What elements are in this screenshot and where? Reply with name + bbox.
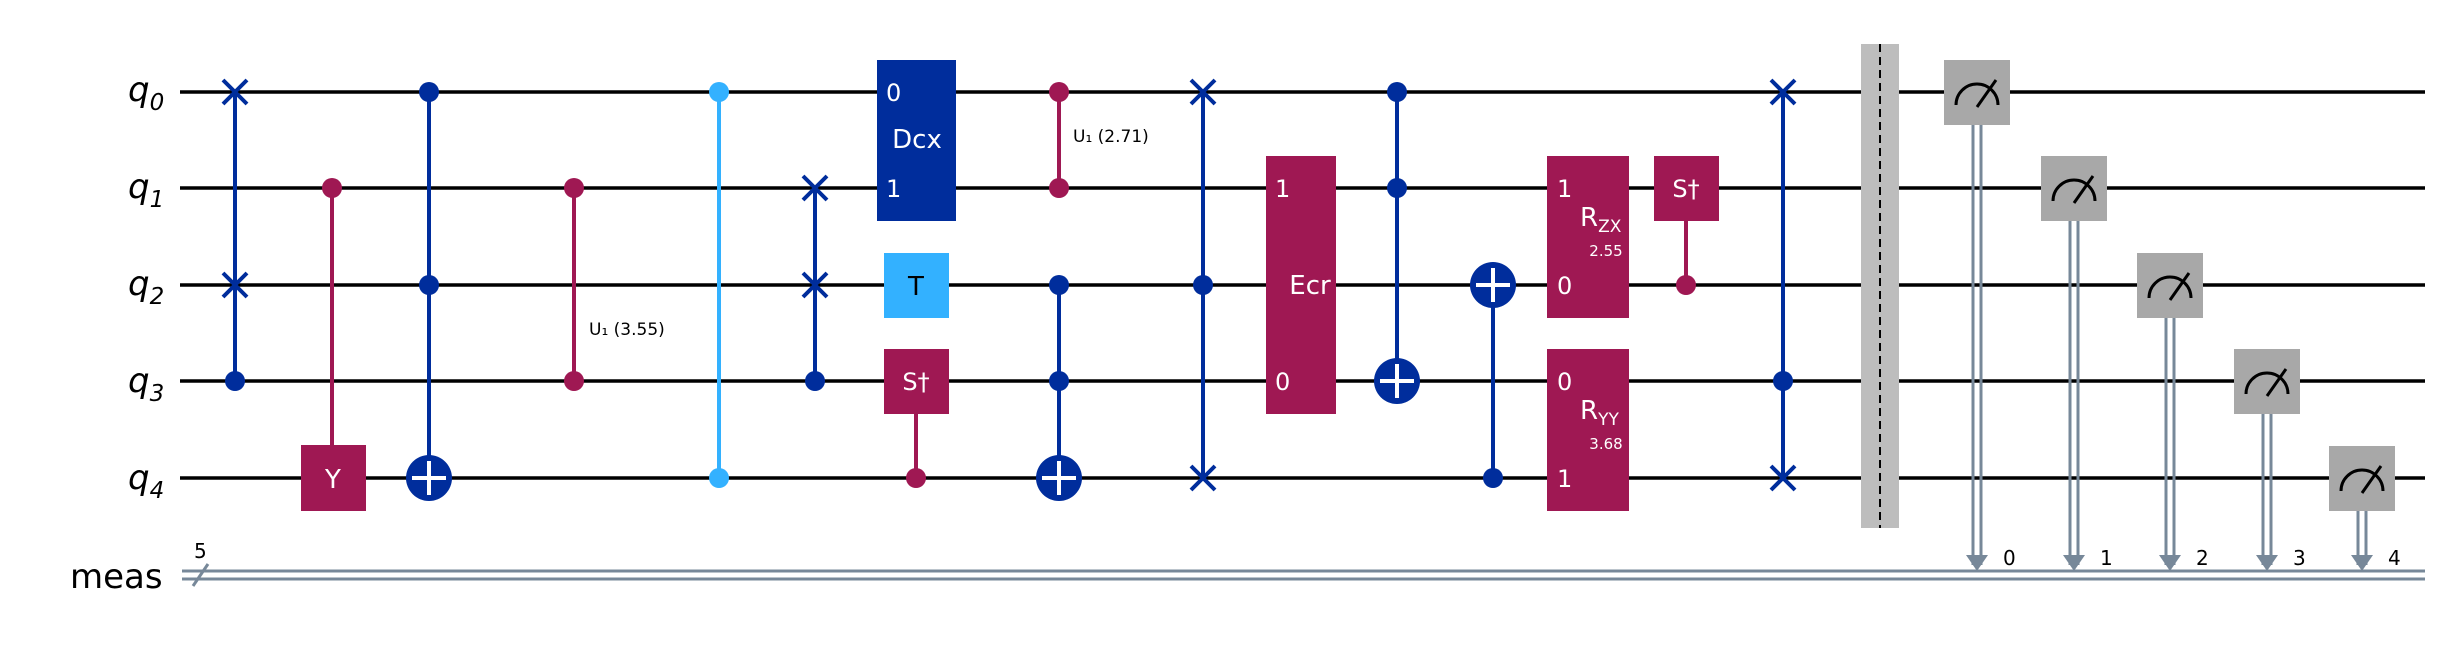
meter-needle-icon [2072, 175, 2095, 204]
y-gate-label: Y [324, 465, 341, 495]
target-plus-icon [1374, 358, 1420, 404]
ryy-gate [1547, 349, 1629, 511]
sdg-gate [884, 349, 949, 414]
measure-bit-4: 4 [2388, 546, 2401, 570]
qubit-label-q3: q3 [128, 361, 164, 407]
measure-q2 [2137, 253, 2203, 571]
measure-q1 [2041, 156, 2107, 571]
control-dot [1387, 178, 1407, 198]
control-dot [906, 468, 926, 488]
ryy-param: 3.68 [1589, 435, 1622, 453]
t-gate-label: T [907, 272, 924, 302]
dcx-top-index: 0 [886, 79, 901, 107]
classical-register-label: meas [70, 557, 163, 597]
measure-bit-3: 3 [2293, 546, 2306, 570]
control-dot [709, 468, 729, 488]
ryy-top-index: 0 [1557, 368, 1572, 396]
control-dot [564, 178, 584, 198]
measure-q0 [1944, 60, 2010, 571]
swap-x-marker [1769, 78, 1797, 106]
swap-x-marker [221, 271, 249, 299]
ryy-bottom-index: 1 [1557, 465, 1572, 493]
meter-arc-icon [2339, 468, 2385, 492]
target-plus-icon [406, 455, 452, 501]
ryy-gate-label: RYY [1580, 396, 1619, 430]
rzx-gate [1547, 156, 1629, 318]
meter-needle-icon [2360, 465, 2383, 494]
sdg-gate-label: S† [902, 368, 929, 396]
meter-needle-icon [2168, 272, 2191, 301]
control-dot [805, 371, 825, 391]
meter-arc-icon [2244, 371, 2290, 395]
ecr-top-index: 1 [1275, 175, 1290, 203]
target-plus-icon [1036, 455, 1082, 501]
control-dot [1483, 468, 1503, 488]
meter-arc-icon [1954, 82, 2000, 106]
control-dot [1049, 371, 1069, 391]
qubit-label-q2: q2 [128, 264, 164, 310]
register-width-slash [191, 563, 210, 587]
control-dot [1049, 275, 1069, 295]
y-gate [301, 445, 366, 511]
control-dot [1387, 82, 1407, 102]
qubit-label-q0: q0 [128, 70, 164, 116]
measure-q3 [2234, 349, 2300, 571]
ecr-gate-label: Ecr [1289, 271, 1331, 301]
swap-x-marker [801, 271, 829, 299]
control-dot [1676, 275, 1696, 295]
t-gate [884, 253, 949, 318]
meter-arc-icon [2147, 275, 2193, 299]
sdg-gate [1654, 156, 1719, 221]
rzx-gate-label: RZX [1580, 203, 1622, 237]
meter-needle-icon [2265, 368, 2288, 397]
qubit-label-q1: q1 [128, 167, 164, 213]
qubit-label-q4: q4 [128, 458, 164, 504]
rzx-top-index: 1 [1557, 175, 1572, 203]
dcx-gate [877, 60, 956, 221]
dcx-gate-label: Dcx [892, 125, 942, 155]
measure-bit-0: 0 [2003, 546, 2016, 570]
classical-wire [182, 563, 2425, 587]
control-dot [1193, 275, 1213, 295]
control-dot [1773, 371, 1793, 391]
swap-x-marker [1769, 464, 1797, 492]
meter-arc-icon [2051, 178, 2097, 202]
measure-bit-1: 1 [2100, 546, 2113, 570]
rzx-param: 2.55 [1589, 242, 1622, 260]
measure-q4 [2329, 446, 2395, 571]
control-dot [564, 371, 584, 391]
swap-x-marker [221, 78, 249, 106]
control-dot [419, 275, 439, 295]
measure-bit-2: 2 [2196, 546, 2209, 570]
control-dot [322, 178, 342, 198]
control-dot [419, 82, 439, 102]
control-dot [1049, 82, 1069, 102]
sdg-gate-label: S† [1672, 175, 1699, 203]
swap-x-marker [1189, 464, 1217, 492]
meter-needle-icon [1975, 79, 1998, 108]
rzx-bottom-index: 0 [1557, 272, 1572, 300]
register-width-label: 5 [194, 539, 207, 563]
control-dot [1049, 178, 1069, 198]
target-plus-icon [1470, 262, 1516, 308]
swap-gate-q0-q2 [221, 78, 249, 381]
swap-x-marker [801, 174, 829, 202]
cswap-gate [801, 174, 829, 381]
swap-x-marker [1189, 78, 1217, 106]
control-dot [225, 371, 245, 391]
ecr-gate [1266, 156, 1336, 414]
ecr-bottom-index: 0 [1275, 368, 1290, 396]
cu1-param-label: U₁ (2.71) [1073, 127, 1149, 147]
dcx-bottom-index: 1 [886, 175, 901, 203]
cswap-gate [1769, 78, 1797, 492]
control-dot [709, 82, 729, 102]
cu1-param-label: U₁ (3.55) [589, 320, 665, 340]
